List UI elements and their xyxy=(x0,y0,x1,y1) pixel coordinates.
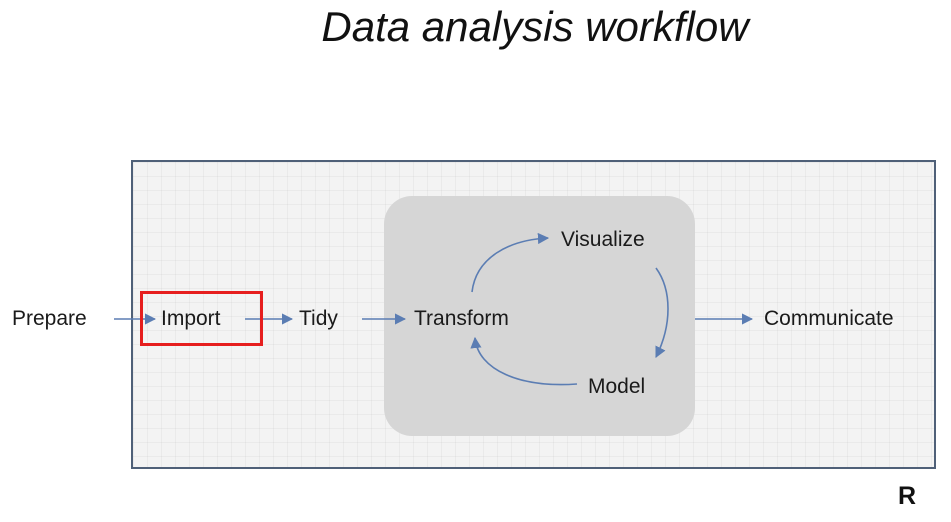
arrow-transform-to-visualize xyxy=(471,232,550,293)
diagram-title: Data analysis workflow xyxy=(321,3,749,50)
step-import: Import xyxy=(161,307,221,330)
r-logo-mark: R xyxy=(898,482,917,510)
arrow-visualize-to-model xyxy=(655,267,669,359)
step-model: Model xyxy=(588,375,646,398)
import-highlight-box xyxy=(140,291,263,346)
step-visualize: Visualize xyxy=(561,228,645,251)
step-transform: Transform xyxy=(414,307,509,330)
arrow-model-to-transform xyxy=(470,336,578,386)
step-communicate: Communicate xyxy=(764,307,894,330)
step-prepare: Prepare xyxy=(12,307,87,330)
step-tidy: Tidy xyxy=(299,307,338,330)
